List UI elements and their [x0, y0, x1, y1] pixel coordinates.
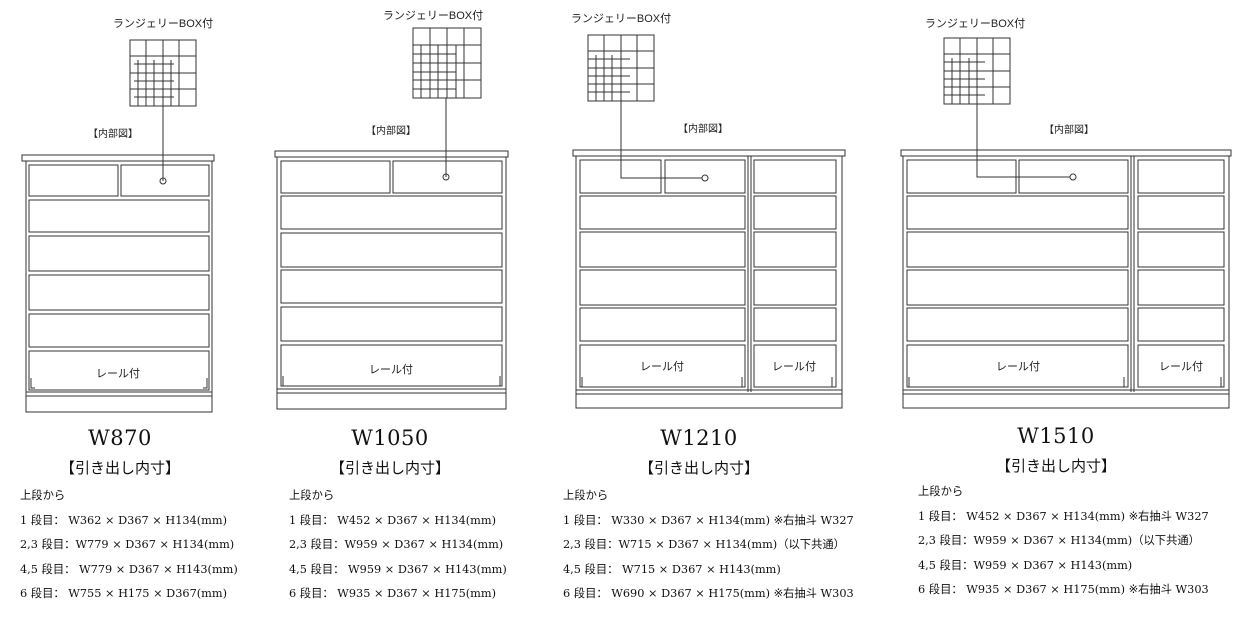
spec-list-w1510: 上段から 1 段目： W452 × D367 × H134(mm) ※右抽斗 W…: [918, 480, 1209, 603]
spec-row: 4,5 段目：W959 × D367 × H143(mm): [918, 558, 1133, 572]
lingerie-box-grid: [943, 37, 1011, 105]
model-title-w1510: W1510: [1017, 424, 1095, 448]
dresser-w870: ランジェリーBOX付 【内部図】: [21, 17, 215, 413]
section-heading: 【引き出し内寸】: [638, 459, 759, 477]
lingerie-box-label: ランジェリーBOX付: [113, 17, 213, 30]
rail-label: レール付: [996, 360, 1040, 373]
model-title-w870: W870: [88, 426, 152, 450]
spec-row: 2,3 段目：W959 × D367 × H134(mm)（以下共通）: [918, 534, 1200, 547]
rail-label: レール付: [772, 360, 816, 373]
lingerie-box-grid: [412, 27, 482, 99]
from-top-label: 上段から: [563, 489, 609, 502]
section-heading: 【引き出し内寸】: [995, 457, 1116, 475]
spec-row: 1 段目： W330 × D367 × H134(mm) ※右抽斗 W327: [563, 513, 854, 527]
leader-line: [976, 104, 1070, 178]
spec-row: 2,3 段目：W715 × D367 × H134(mm)（以下共通）: [563, 538, 845, 551]
spec-row: 6 段目： W935 × D367 × H175(mm): [289, 587, 497, 600]
interior-label: 【内部図】: [1044, 123, 1094, 136]
spec-row: 4,5 段目： W959 × D367 × H143(mm): [289, 562, 507, 576]
interior-label: 【内部図】: [678, 122, 728, 135]
section-heading: 【引き出し内寸】: [59, 459, 180, 477]
spec-row: 2,3 段目：W959 × D367 × H134(mm): [289, 538, 504, 551]
from-top-label: 上段から: [289, 489, 335, 502]
spec-list-w870: 上段から 1 段目： W362 × D367 × H134(mm) 2,3 段目…: [20, 484, 238, 607]
leader-dot: [159, 177, 167, 185]
lingerie-box-label: ランジェリーBOX付: [571, 12, 671, 25]
interior-label: 【内部図】: [88, 127, 138, 140]
spec-row: 1 段目： W452 × D367 × H134(mm): [289, 513, 497, 527]
spec-row: 6 段目： W690 × D367 × H175(mm) ※右抽斗 W303: [563, 587, 854, 600]
model-title-w1050: W1050: [351, 426, 429, 450]
leader-dot: [442, 173, 450, 181]
spec-list-w1210: 上段から 1 段目： W330 × D367 × H134(mm) ※右抽斗 W…: [563, 484, 854, 607]
dresser-w1510: ランジェリーBOX付 【内部図】: [900, 17, 1232, 409]
spec-row: 1 段目： W452 × D367 × H134(mm) ※右抽斗 W327: [918, 509, 1209, 523]
model-title-w1210: W1210: [660, 426, 738, 450]
spec-list-w1050: 上段から 1 段目： W452 × D367 × H134(mm) 2,3 段目…: [289, 484, 507, 607]
lingerie-box-label: ランジェリーBOX付: [383, 9, 483, 22]
rail-label: レール付: [369, 363, 413, 376]
rail-label: レール付: [96, 367, 140, 380]
spec-row: 6 段目： W755 × H175 × D367(mm): [20, 587, 228, 600]
leader-dot: [701, 174, 709, 182]
from-top-label: 上段から: [918, 485, 964, 498]
from-top-label: 上段から: [20, 489, 66, 502]
section-heading: 【引き出し内寸】: [329, 459, 450, 477]
dresser-w1050: ランジェリーBOX付 【内部図】: [274, 9, 509, 410]
lingerie-box-grid: [129, 39, 197, 107]
spec-row: 4,5 段目： W779 × D367 × H143(mm): [20, 562, 238, 576]
leader-dot: [1069, 173, 1077, 181]
spec-row: 1 段目： W362 × D367 × H134(mm): [20, 513, 228, 527]
rail-label: レール付: [1159, 360, 1203, 373]
dresser-w1210: ランジェリーBOX付 【内部図】: [571, 12, 846, 409]
interior-label: 【内部図】: [366, 124, 416, 137]
lingerie-box-label: ランジェリーBOX付: [925, 17, 1025, 30]
spec-row: 6 段目： W935 × D367 × H175(mm) ※右抽斗 W303: [918, 583, 1209, 596]
spec-row: 2,3 段目：W779 × D367 × H134(mm): [20, 538, 235, 551]
lingerie-box-grid: [587, 34, 655, 102]
leader-line: [620, 101, 702, 179]
rail-label: レール付: [640, 360, 684, 373]
spec-row: 4,5 段目： W715 × D367 × H143(mm): [563, 562, 781, 576]
